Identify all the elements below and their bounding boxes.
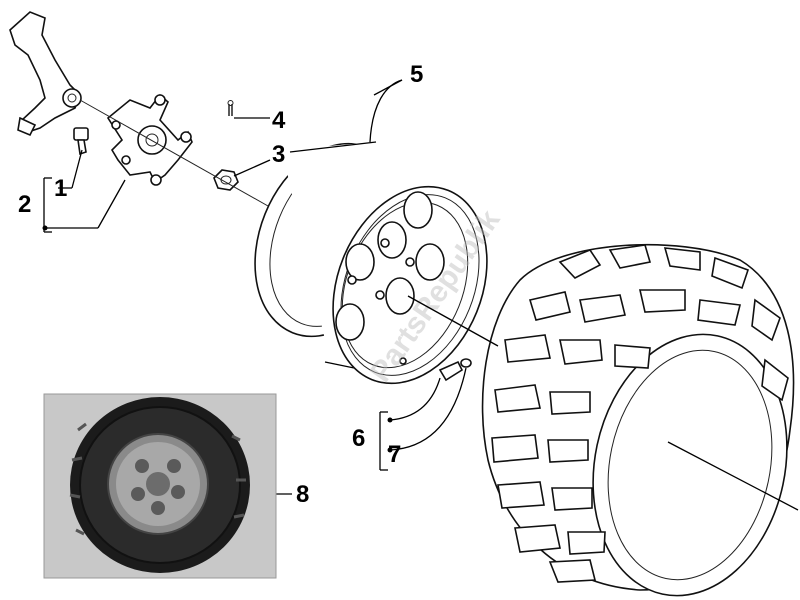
callout-7: 7 <box>388 441 401 468</box>
callout-6: 6 <box>352 425 365 452</box>
inset-photo-wheel-assembly <box>43 393 277 579</box>
callout-3: 3 <box>272 141 285 168</box>
wheel-stud <box>73 127 89 156</box>
tire-valve <box>438 358 472 382</box>
tire <box>481 243 795 597</box>
steering-knuckle <box>9 11 82 137</box>
wheel-hub <box>106 93 193 186</box>
callout-2: 2 <box>18 191 31 218</box>
callout-1: 1 <box>54 175 67 202</box>
hub-axis-line <box>79 99 269 207</box>
castle-nut <box>213 169 239 191</box>
cotter-pin <box>227 100 234 116</box>
callout-8: 8 <box>296 481 309 508</box>
callout-4: 4 <box>272 107 286 134</box>
rim <box>254 141 488 385</box>
callout-5: 5 <box>410 61 423 88</box>
tire-tread <box>491 244 789 583</box>
